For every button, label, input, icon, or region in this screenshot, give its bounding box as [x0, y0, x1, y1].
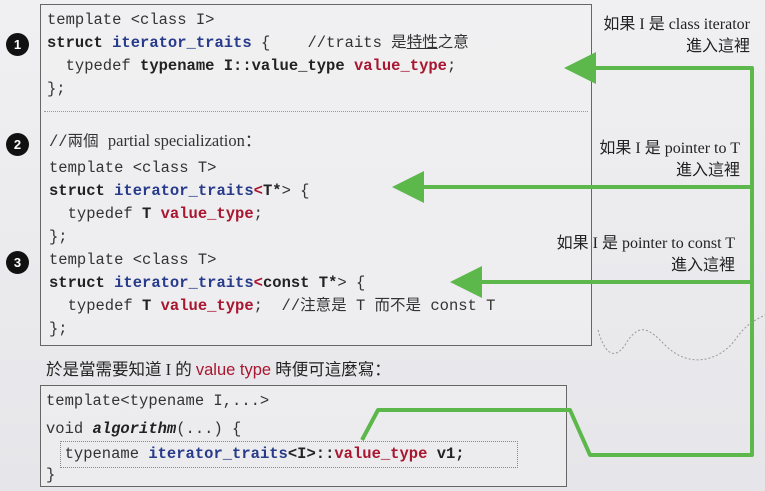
code-line: }; — [49, 320, 68, 338]
code-line: struct iterator_traits<T*> { — [49, 182, 310, 200]
code-line: template <class T> — [49, 159, 217, 177]
code-line: }; — [47, 80, 66, 98]
code-line: typedef T value_type; — [49, 205, 263, 223]
badge-1: 1 — [6, 33, 29, 56]
section-divider — [44, 111, 588, 112]
code-line: typedef typename I::value_type value_typ… — [47, 57, 457, 75]
code-line: template <class I> — [47, 11, 215, 29]
code-line: }; — [49, 228, 68, 246]
code-line: struct iterator_traits { //traits 是特性之意 — [47, 34, 469, 52]
code-line: template <class T> — [49, 251, 217, 269]
usage-code-box — [40, 385, 567, 487]
squiggle — [597, 314, 765, 361]
traits-code-box — [40, 4, 592, 346]
arrow-path — [360, 52, 754, 457]
intro-text: 於是當需要知道 I 的 value type 時便可這麼寫： — [46, 360, 391, 379]
badge-2: 2 — [6, 133, 29, 156]
code-line: void algorithm(...) { — [46, 420, 242, 438]
code-line: } — [46, 466, 56, 484]
code-line: typename iterator_traits<I>::value_type … — [46, 445, 465, 463]
code-line: typedef T value_type; //注意是 T 而不是 const … — [49, 297, 496, 315]
code-line: struct iterator_traits<const T*> { — [49, 274, 366, 292]
comment-line: //兩個 partial specialization： — [49, 131, 262, 151]
code-line: template<typename I,...> — [46, 392, 270, 410]
highlight-box — [60, 441, 518, 468]
badge-3: 3 — [6, 251, 29, 274]
